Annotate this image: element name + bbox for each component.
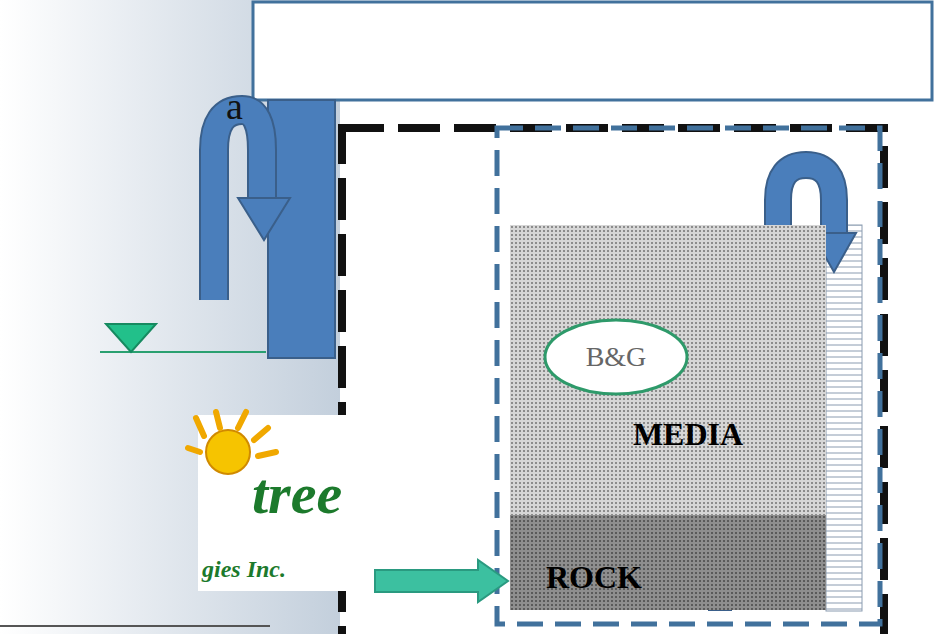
bg-ellipse: B&G <box>543 318 689 396</box>
slide-rule <box>0 625 270 627</box>
water-level-marker <box>106 324 156 352</box>
strip-hatching <box>826 225 862 611</box>
inner-container <box>497 128 880 624</box>
water-level-line <box>100 351 266 353</box>
rock-layer: ROCK <box>510 515 826 610</box>
u-turn-arrow-head <box>238 198 290 240</box>
outer-container <box>342 128 884 634</box>
inflow-arrow <box>375 560 508 602</box>
ellipse-shape <box>545 320 687 394</box>
layer-label: MEDIA <box>633 416 743 453</box>
logo-panel <box>198 415 374 591</box>
layer-label: ROCK <box>546 559 642 596</box>
slide-text: a <box>226 86 243 128</box>
collection-strip <box>826 225 862 611</box>
inlet-pipe <box>268 100 335 358</box>
ellipse-label: B&G <box>586 341 647 373</box>
logo-text: tree <box>252 462 342 526</box>
logo-text: gies Inc. <box>202 556 286 582</box>
media-layer: MEDIA B&G <box>510 225 826 515</box>
top-tank <box>253 2 932 100</box>
